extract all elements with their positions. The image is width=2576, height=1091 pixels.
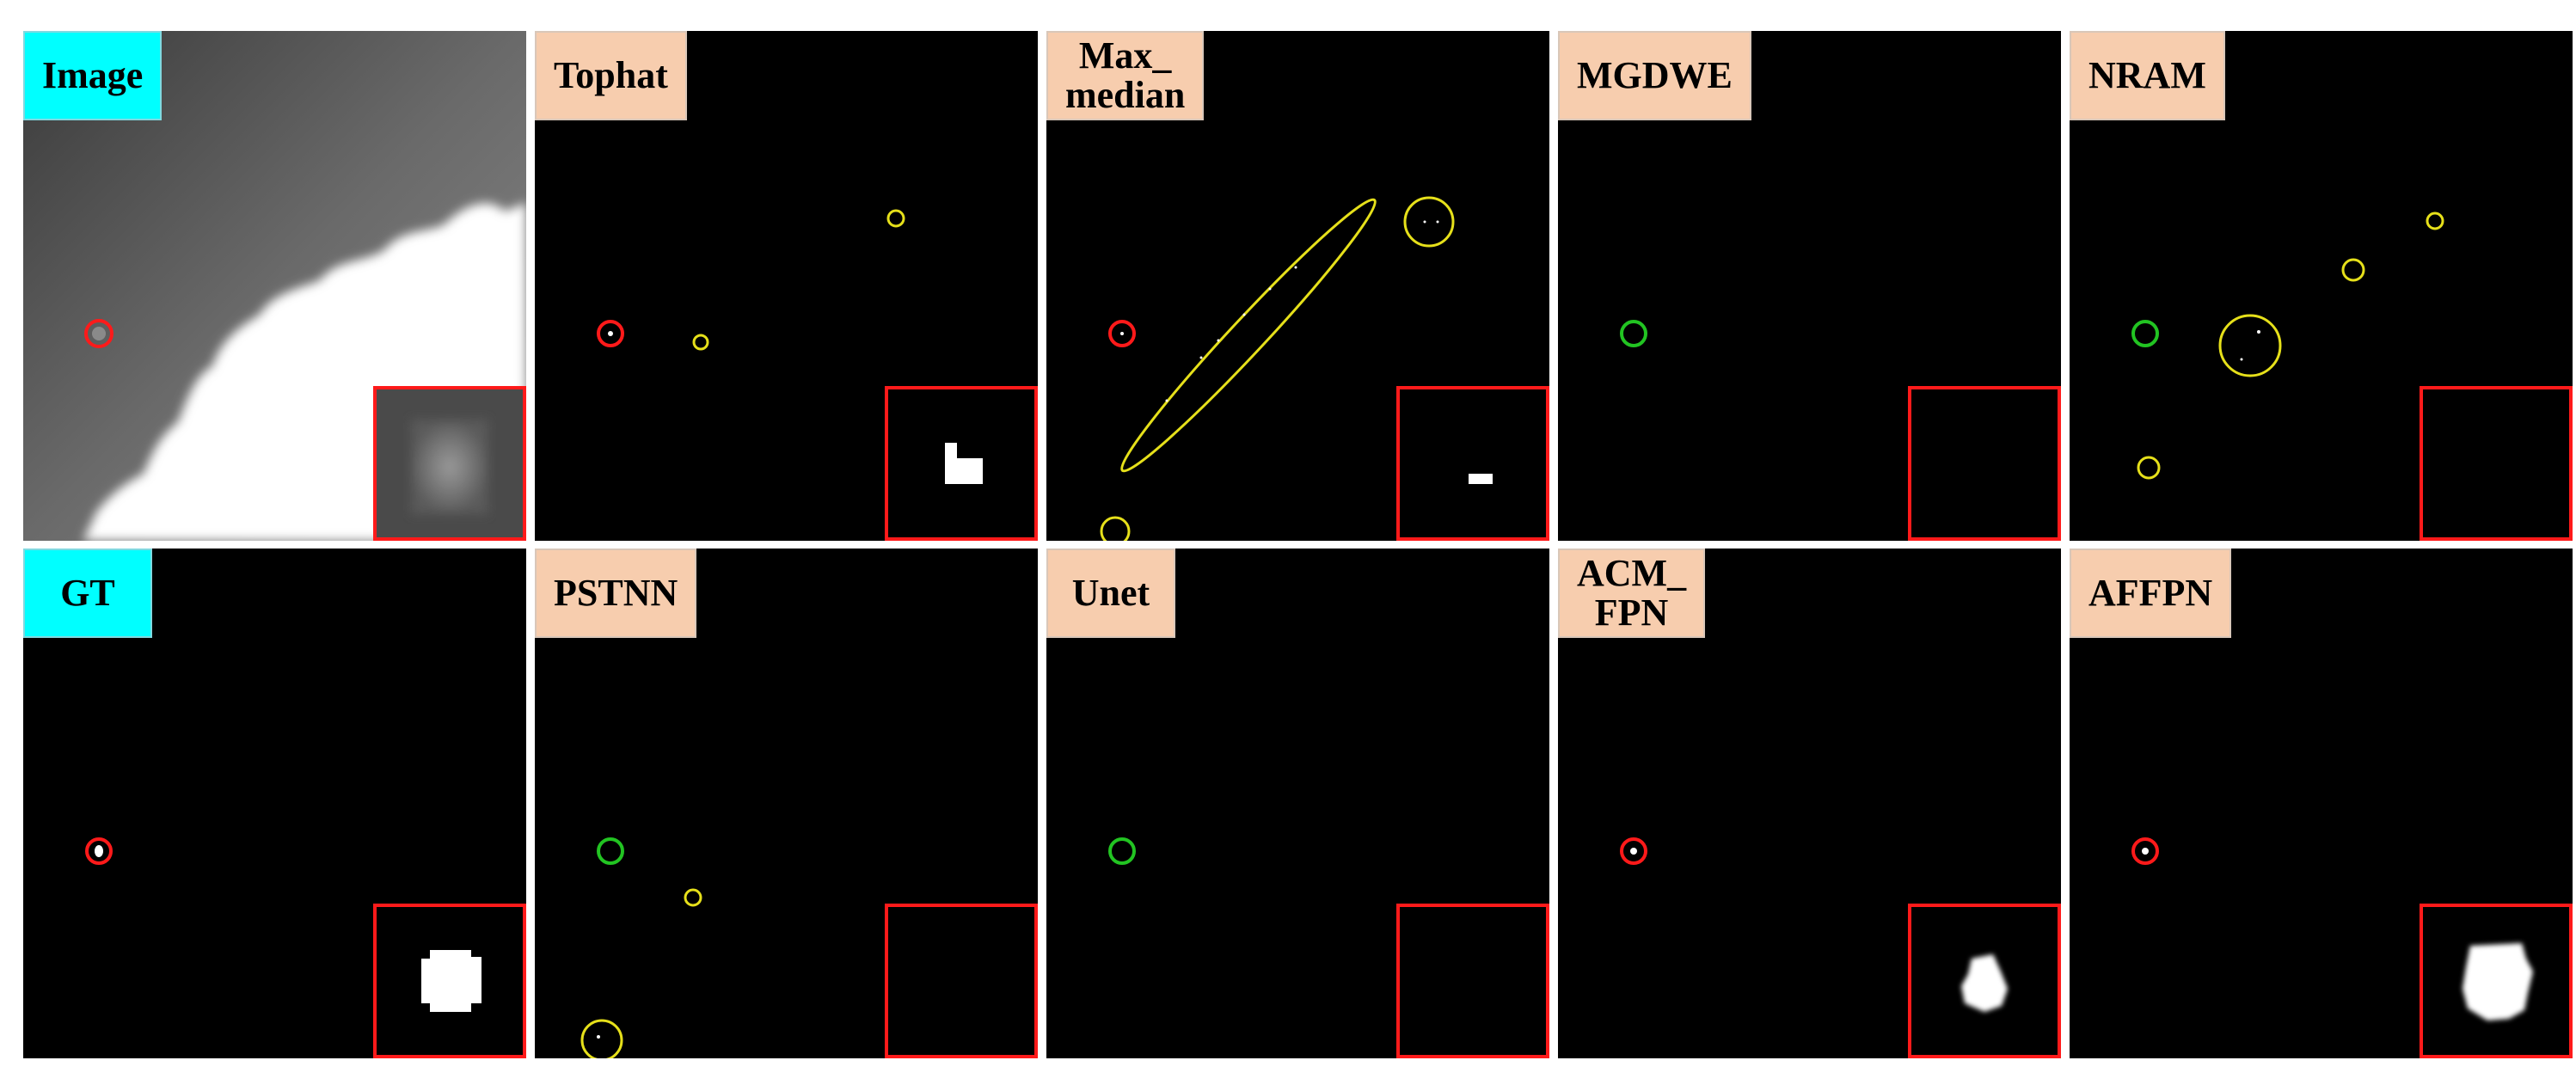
- panel-label: GT: [23, 549, 152, 638]
- panel-label: MGDWE: [1558, 31, 1751, 120]
- panel-label: Image: [23, 31, 163, 120]
- detection-circle: [1620, 837, 1647, 865]
- missed-circle: [597, 837, 624, 865]
- zoom-inset: [885, 386, 1038, 541]
- zoom-inset: [885, 904, 1038, 1058]
- panel-affpn: AFFPN: [2070, 549, 2573, 1058]
- panel-label: Tophat: [535, 31, 687, 120]
- panel-label: Max_ median: [1046, 31, 1205, 120]
- false-alarm-ellipse: [1120, 198, 1377, 473]
- zoom-inset: [373, 386, 526, 541]
- panel-pstnn: PSTNN: [535, 549, 1038, 1058]
- detection-circle: [85, 837, 113, 865]
- zoom-inset: [1396, 386, 1549, 541]
- zoom-inset: [373, 904, 526, 1058]
- detection-map: [1108, 837, 1136, 865]
- detection-map: [1100, 196, 1455, 541]
- panel-label: Unet: [1046, 549, 1175, 638]
- false-alarm-circle: [1100, 516, 1131, 541]
- missed-circle: [2131, 320, 2159, 347]
- detection-circle: [84, 319, 113, 348]
- ground-truth-map: [85, 837, 113, 865]
- panel-label: ACM_ FPN: [1558, 549, 1706, 638]
- false-alarm-circle: [886, 209, 905, 228]
- false-alarm-circle: [1403, 196, 1455, 248]
- zoom-inset: [2420, 904, 2573, 1058]
- detection-map: [1620, 320, 1647, 347]
- detection-map: [580, 837, 702, 1058]
- panel-acm-fpn: ACM_ FPN: [1558, 549, 2061, 1058]
- zoom-inset: [1908, 386, 2061, 541]
- panel-gt: GT: [23, 549, 526, 1058]
- detection-map: [1620, 837, 1647, 865]
- panel-tophat: Tophat: [535, 31, 1038, 541]
- detection-circle: [597, 320, 624, 347]
- false-alarm-circle: [2137, 456, 2161, 480]
- detection-map: [2131, 211, 2444, 480]
- false-alarm-circle: [692, 334, 709, 351]
- panel-unet: Unet: [1046, 549, 1549, 1058]
- false-alarm-circle: [580, 1019, 623, 1058]
- panel-image: Image: [23, 31, 526, 541]
- panel-max-median: Max_ median: [1046, 31, 1549, 541]
- false-alarm-circle: [2341, 258, 2365, 282]
- zoom-inset: [1396, 904, 1549, 1058]
- zoom-inset: [2420, 386, 2573, 541]
- missed-circle: [1108, 837, 1136, 865]
- false-alarm-circle: [684, 888, 702, 907]
- panel-nram: NRAM: [2070, 31, 2573, 541]
- false-alarm-circle: [2218, 314, 2282, 377]
- detection-circle: [2131, 837, 2159, 865]
- panel-label: PSTNN: [535, 549, 697, 638]
- panel-label: NRAM: [2070, 31, 2225, 120]
- missed-circle: [1620, 320, 1647, 347]
- detection-map: [2131, 837, 2159, 865]
- zoom-inset: [1908, 904, 2061, 1058]
- false-alarm-circle: [2426, 211, 2444, 230]
- panel-label: AFFPN: [2070, 549, 2232, 638]
- detection-circle: [1108, 320, 1136, 347]
- panel-mgdwe: MGDWE: [1558, 31, 2061, 541]
- detection-map: [597, 209, 905, 351]
